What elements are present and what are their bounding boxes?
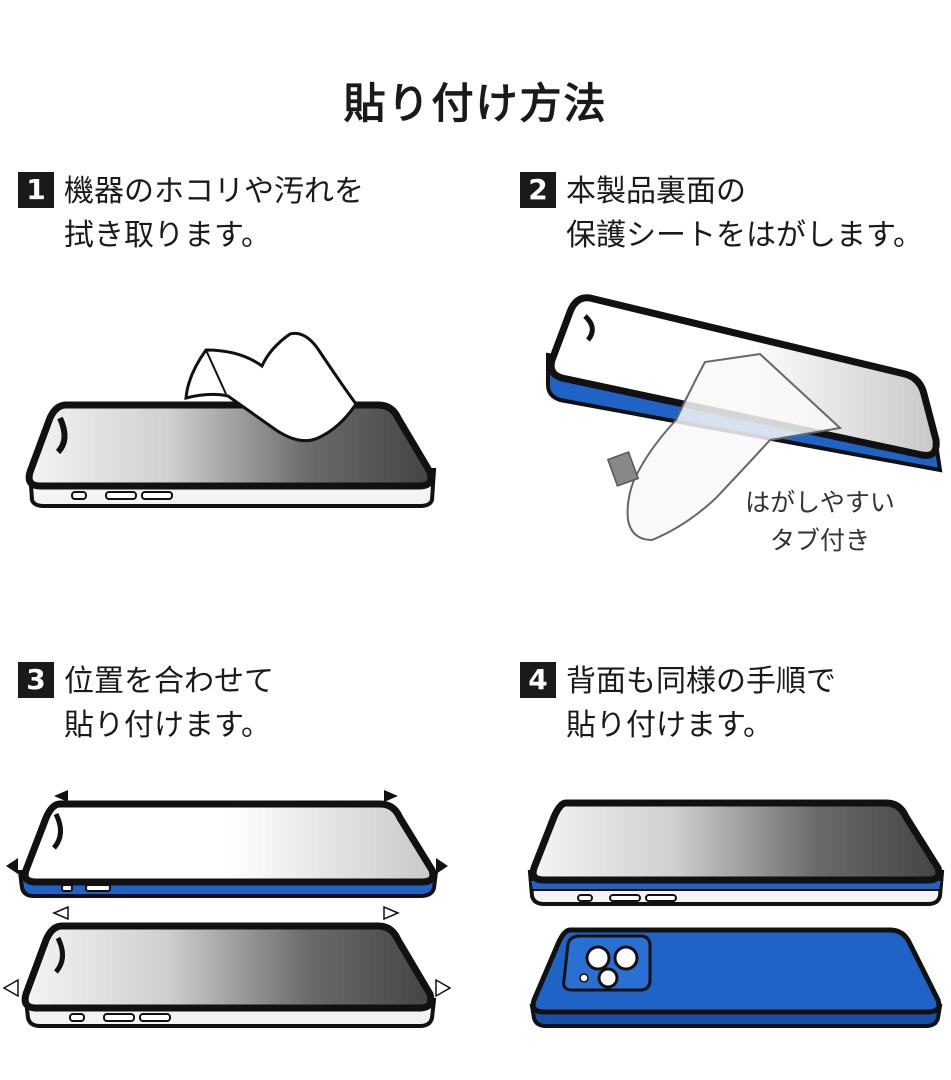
step-text-line2: 保護シートをはがします。 <box>566 218 923 253</box>
step-text-line1: 位置を合わせて <box>64 664 274 699</box>
alignment-illustration <box>2 790 452 1028</box>
step-text-line1: 本製品裏面の <box>566 174 746 209</box>
step-number-badge: 3 <box>18 662 54 698</box>
phone-wipe-illustration <box>25 331 437 508</box>
page-title: 貼り付け方法 <box>343 79 608 128</box>
tab-note-line1: はがしやすい <box>745 488 895 517</box>
step-1: 1 機器のホコリや汚れを 拭き取ります。 <box>18 170 364 258</box>
step-number-badge: 2 <box>520 172 556 208</box>
step-text-line1: 背面も同様の手順で <box>566 664 836 699</box>
step-number-badge: 1 <box>18 172 54 208</box>
tab-note: はがしやすい タブ付き <box>730 484 910 560</box>
step-text-line2: 拭き取ります。 <box>64 218 271 253</box>
step-text-line2: 貼り付けます。 <box>566 708 773 743</box>
step-text-line2: 貼り付けます。 <box>64 708 271 743</box>
tab-note-line2: タブ付き <box>769 526 870 555</box>
step-2: 2 本製品裏面の 保護シートをはがします。 <box>520 170 923 258</box>
back-panel-illustration <box>527 799 945 1028</box>
film-peel-illustration <box>546 294 943 542</box>
step-3: 3 位置を合わせて 貼り付けます。 <box>18 660 274 748</box>
step-text-line1: 機器のホコリや汚れを <box>64 174 364 209</box>
step-4: 4 背面も同様の手順で 貼り付けます。 <box>520 660 836 748</box>
step-number-badge: 4 <box>520 662 556 698</box>
